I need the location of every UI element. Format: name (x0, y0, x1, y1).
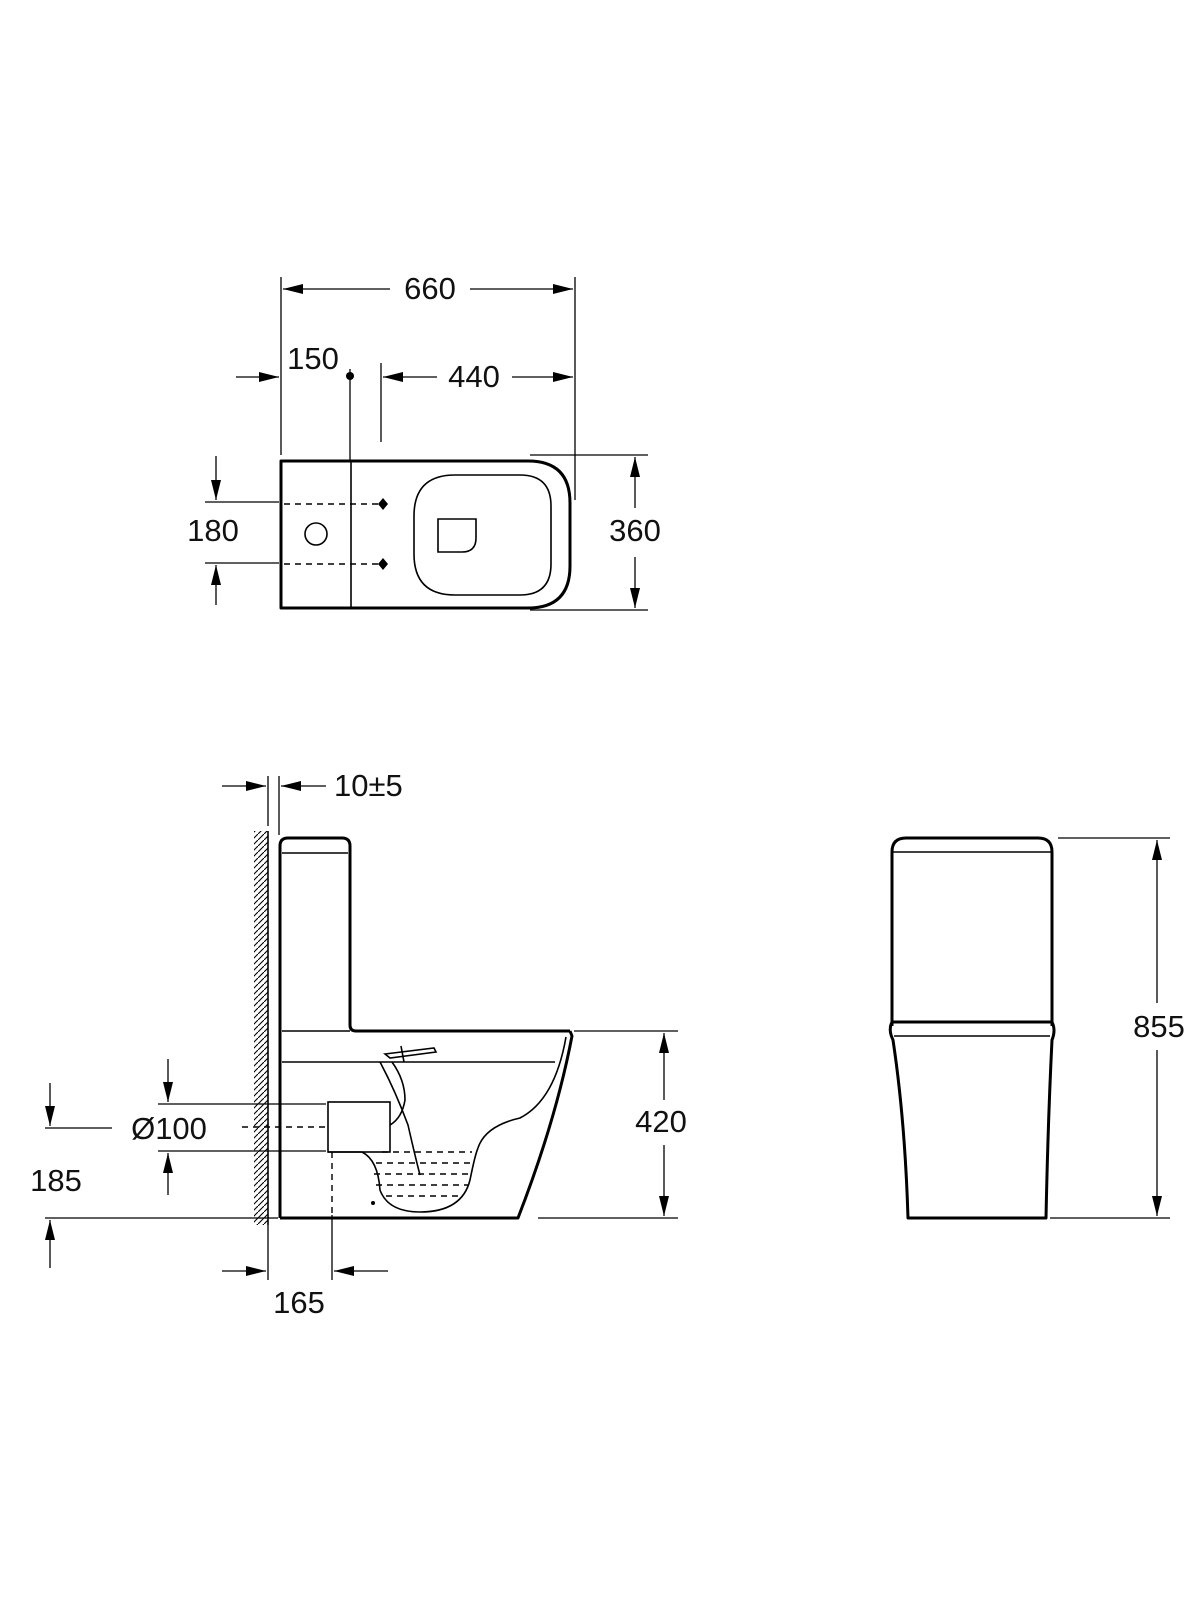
arrowhead (659, 1196, 669, 1216)
plan-fixing-point-bottom (378, 558, 388, 570)
side-outlet-spigot (327, 1101, 391, 1153)
arrowhead (281, 781, 301, 791)
drain-dot (371, 1201, 375, 1205)
arrowhead (259, 372, 279, 382)
plan-view: 660 150 440 180 360 (187, 271, 661, 611)
side-bowl-outline (280, 1030, 574, 1220)
arrowhead (246, 1266, 266, 1276)
plan-outline (279, 459, 572, 610)
dim-text-dia-100: Ø100 (131, 1111, 207, 1146)
side-view: 10±5 Ø100 (30, 768, 687, 1320)
arrowhead (630, 588, 640, 608)
outlet-center-dot (346, 372, 354, 380)
arrowhead (553, 372, 573, 382)
arrowhead (1152, 1196, 1162, 1216)
front-bowl-outline (888, 1020, 1056, 1220)
arrowhead (334, 1266, 354, 1276)
dim-text-855: 855 (1133, 1009, 1185, 1044)
arrowhead (45, 1220, 55, 1240)
arrowhead (211, 565, 221, 585)
arrowhead (45, 1106, 55, 1126)
arrowhead (211, 480, 221, 500)
arrowhead (659, 1033, 669, 1053)
dim-text-660: 660 (404, 271, 456, 306)
arrowhead (1152, 840, 1162, 860)
side-bowl-rim-inner (477, 1036, 567, 1149)
dim-text-440: 440 (448, 359, 500, 394)
arrowhead (246, 781, 266, 791)
side-bowl-well (361, 1147, 479, 1213)
front-view: 855 (888, 836, 1185, 1220)
wall-hatch (254, 831, 268, 1225)
dim-text-165: 165 (273, 1285, 325, 1320)
front-cistern-outline (890, 836, 1054, 1026)
side-flush-valve (400, 1045, 405, 1063)
plan-bowl-inner (437, 518, 477, 553)
dim-text-360: 360 (609, 513, 661, 548)
plan-outlet-circle (304, 522, 328, 546)
arrowhead (630, 457, 640, 477)
dim-text-150: 150 (287, 341, 339, 376)
arrowhead (163, 1082, 173, 1102)
plan-fixing-point-top (378, 498, 388, 510)
side-trapway-front (379, 1061, 421, 1176)
dim-text-10-5: 10±5 (334, 768, 403, 803)
dim-text-420: 420 (635, 1104, 687, 1139)
arrowhead (383, 372, 403, 382)
arrowhead (163, 1153, 173, 1173)
side-flush-arm (383, 1047, 438, 1059)
side-cistern-outline (278, 836, 570, 1218)
arrowhead (283, 284, 303, 294)
plan-bowl-rim (413, 474, 552, 596)
side-trapway-back (389, 1061, 406, 1126)
arrowhead (553, 284, 573, 294)
dim-text-180: 180 (187, 513, 239, 548)
dim-text-185: 185 (30, 1163, 82, 1198)
